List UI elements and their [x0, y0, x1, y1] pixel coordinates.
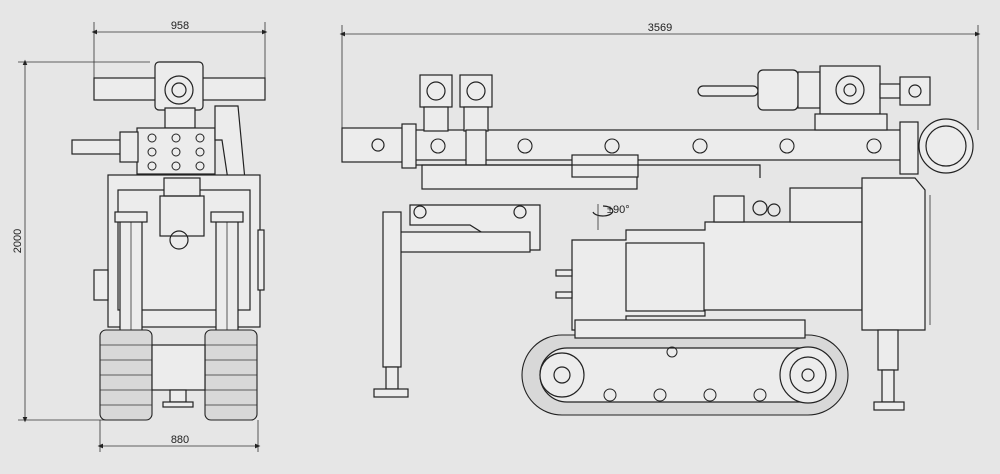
rotation-label: ±90° — [607, 204, 630, 216]
dimension-width-top: 958 — [171, 20, 189, 32]
dimension-height: 2000 — [12, 229, 24, 253]
dimension-width-bottom: 880 — [171, 434, 189, 446]
front-view — [71, 61, 266, 421]
dimension-lines — [18, 22, 981, 452]
side-view: ±90° — [341, 65, 974, 416]
dimension-side-length: 3569 — [648, 22, 672, 34]
